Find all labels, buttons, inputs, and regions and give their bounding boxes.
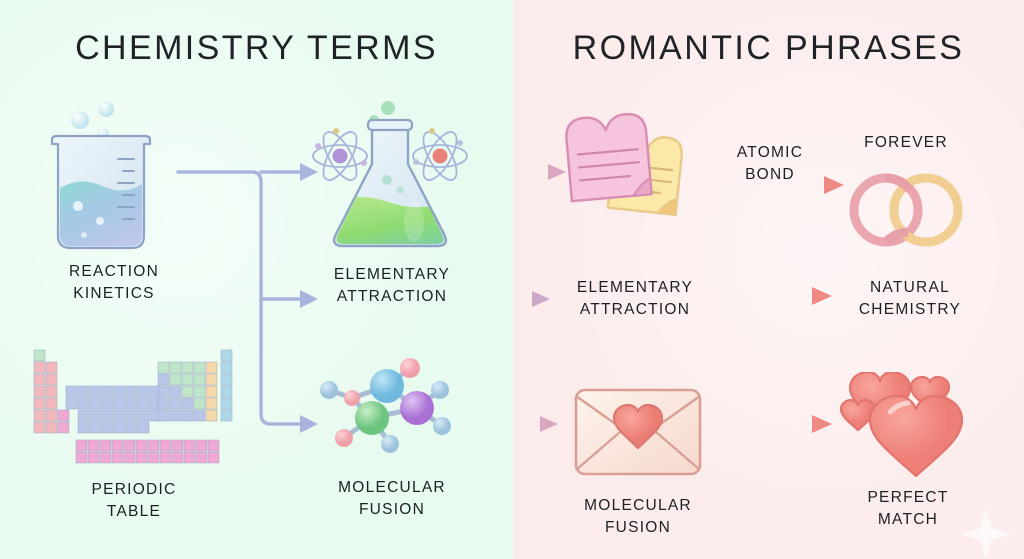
elementary-attraction-left-label: ELEMENTARY ATTRACTION bbox=[333, 266, 451, 305]
node-periodic-table: PERIODIC TABLE bbox=[24, 344, 244, 523]
romantic-panel-title: ROMANTIC PHRASES bbox=[572, 29, 965, 67]
node-forever-rings: FOREVER bbox=[824, 132, 988, 259]
node-elementary-attraction-left: ELEMENTARY ATTRACTION bbox=[292, 94, 492, 308]
forever-label: FOREVER bbox=[864, 134, 948, 151]
reaction-kinetics-label: REACTION KINETICS bbox=[68, 263, 160, 302]
node-love-letters bbox=[533, 96, 733, 241]
node-perfect-match: PERFECT MATCH bbox=[824, 370, 992, 531]
molecular-fusion-left-label: MOLECULAR FUSION bbox=[338, 479, 446, 518]
interlocking-rings-icon bbox=[824, 162, 988, 259]
beaker-icon bbox=[14, 96, 214, 261]
periodic-table-label: PERIODIC TABLE bbox=[91, 481, 177, 520]
chemistry-panel-title: CHEMISTRY TERMS bbox=[75, 29, 438, 67]
molecular-fusion-right-label: MOLECULAR FUSION bbox=[584, 497, 692, 536]
heart-envelope-icon bbox=[548, 378, 728, 489]
node-reaction-kinetics: REACTION KINETICS bbox=[14, 96, 214, 305]
perfect-match-label: PERFECT MATCH bbox=[867, 489, 949, 528]
molecule-icon bbox=[292, 352, 492, 477]
natural-chemistry-label: NATURAL CHEMISTRY bbox=[858, 279, 962, 318]
pink-letter bbox=[565, 112, 653, 203]
node-love-envelope: MOLECULAR FUSION bbox=[548, 378, 728, 539]
atom-purple bbox=[312, 128, 368, 181]
love-letters-icon bbox=[533, 96, 733, 241]
elementary-attraction-right-label: ELEMENTARY ATTRACTION bbox=[576, 279, 694, 318]
flask-atoms-icon bbox=[292, 94, 492, 264]
periodic-table-icon bbox=[24, 344, 244, 469]
node-molecular-fusion-left: MOLECULAR FUSION bbox=[292, 352, 492, 521]
hearts-icon bbox=[824, 370, 992, 485]
atom-coral bbox=[412, 128, 468, 181]
atomic-bond-label: ATOMIC BOND bbox=[736, 144, 804, 183]
